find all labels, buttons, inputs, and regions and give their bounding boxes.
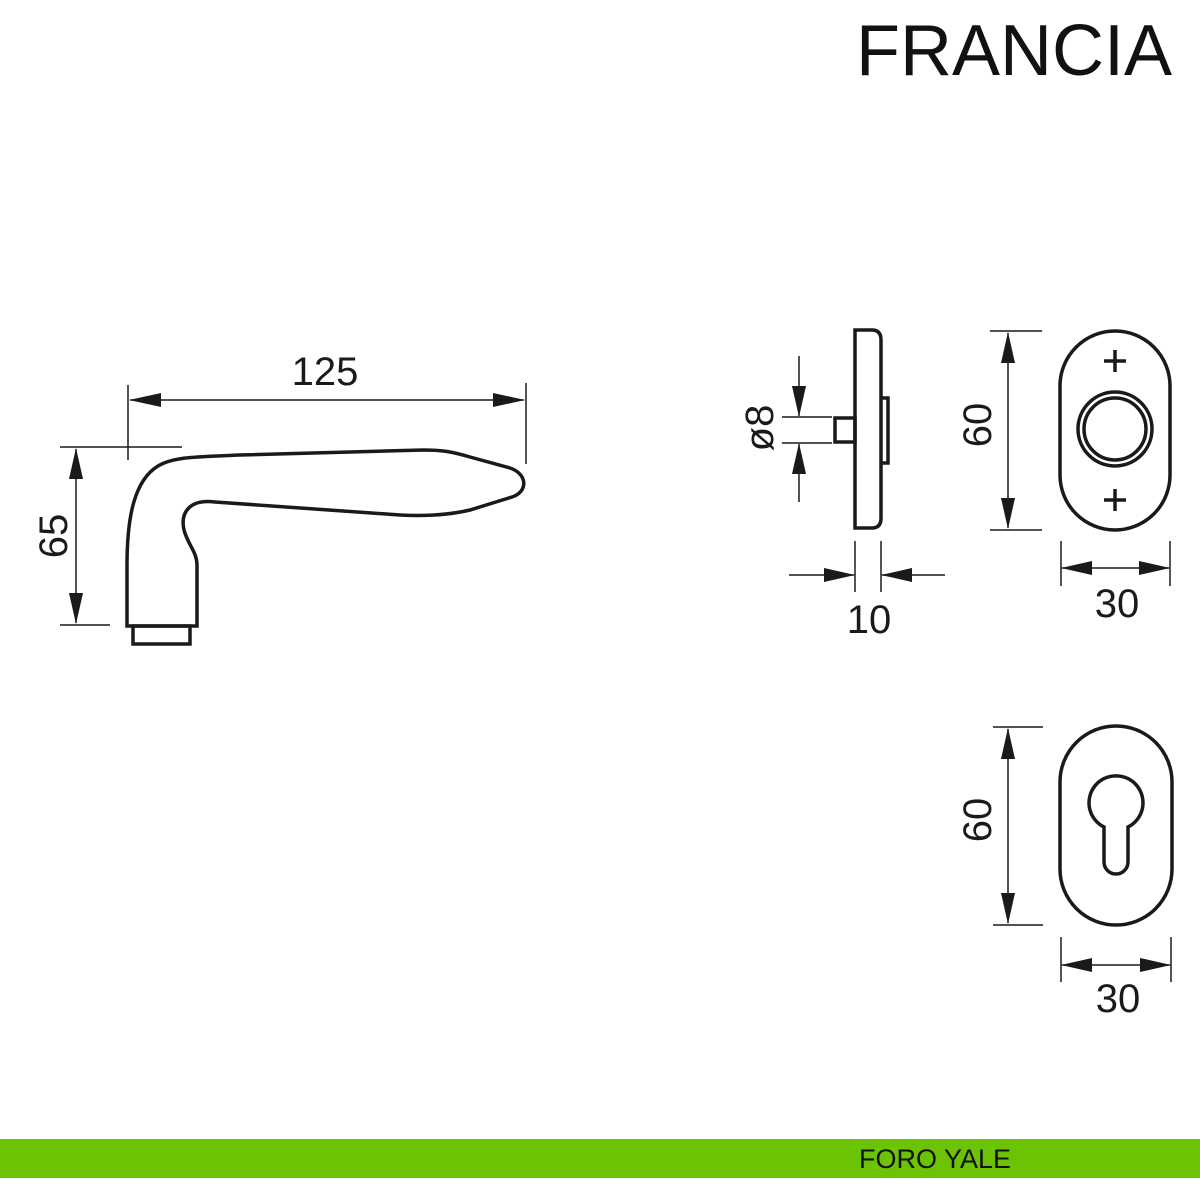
- euro-profile-keyhole: [1087, 774, 1145, 876]
- dim-label-thickness: 10: [847, 598, 892, 642]
- product-title: FRANCIA: [856, 11, 1172, 91]
- lever-handle-drawing: [125, 448, 526, 646]
- dimension-60-keyhole: 60: [956, 726, 1043, 926]
- screw-plus-icon: [1104, 350, 1126, 372]
- dim-label-height: 65: [32, 514, 76, 559]
- dim-label-round-width: 30: [1095, 582, 1140, 626]
- dim-label-keyhole-height: 60: [956, 798, 1000, 843]
- dimension-30-round: 30: [1060, 541, 1171, 626]
- rosette-side-view: [833, 328, 890, 530]
- screw-plus-icon: [1104, 489, 1126, 511]
- dimension-125: 125: [127, 350, 527, 464]
- dim-label-keyhole-width: 30: [1096, 977, 1141, 1021]
- dimension-65: 65: [32, 446, 182, 626]
- dim-label-round-height: 60: [956, 403, 1000, 448]
- dimension-10: 10: [789, 541, 945, 642]
- dim-label-length: 125: [292, 350, 359, 394]
- footer-bar: FORO YALE: [0, 1139, 1200, 1178]
- dim-label-spindle: ø8: [738, 405, 782, 452]
- dimension-diameter-8: ø8: [738, 356, 832, 502]
- dimension-60-round: 60: [956, 330, 1042, 531]
- handle-spindle-base: [131, 624, 192, 646]
- handle-outline: [125, 448, 526, 628]
- round-rosette-front: [1058, 329, 1172, 532]
- footer-label: FORO YALE: [859, 1144, 1012, 1174]
- keyhole-rosette-front: [1058, 724, 1174, 927]
- dimension-30-keyhole: 30: [1060, 937, 1172, 1021]
